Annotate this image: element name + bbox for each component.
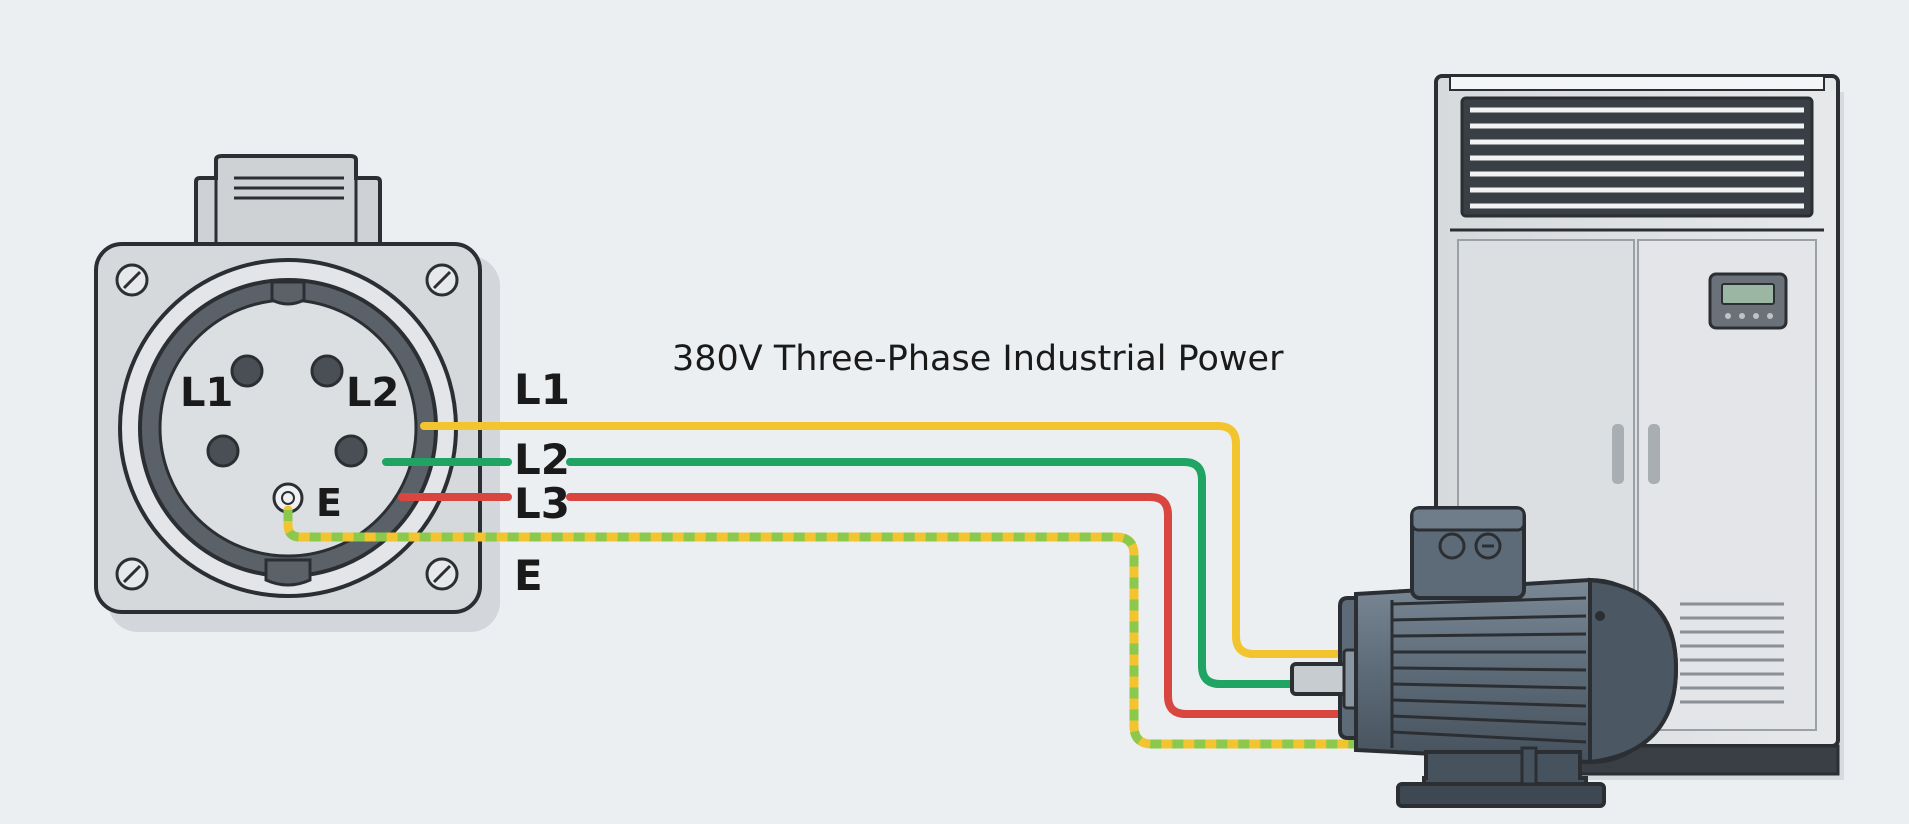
diagram-title: 380V Three-Phase Industrial Power	[672, 339, 1284, 379]
pin-l3	[206, 434, 240, 468]
cabinet-bottom-vent	[1680, 602, 1784, 704]
pin-l2	[310, 354, 344, 388]
motor-terminal-box	[1410, 506, 1526, 600]
pin-n	[334, 434, 368, 468]
wire-l2	[382, 458, 1306, 688]
socket-label-l2: L2	[346, 370, 399, 416]
motor-cooling-fins	[1390, 596, 1587, 748]
screw-top-left	[115, 263, 149, 297]
wire-label-e: E	[514, 551, 543, 600]
wire-bundle	[283, 422, 1361, 749]
wire-l3	[398, 493, 1360, 718]
pin-l1	[230, 354, 264, 388]
left-door-handle	[1612, 424, 1624, 484]
control-panel-display	[1708, 272, 1788, 330]
wire-label-l2: L2	[514, 435, 570, 484]
socket-top-key	[270, 280, 306, 306]
cabinet-top-vent	[1460, 96, 1814, 218]
terminal-knob-left	[1438, 532, 1466, 560]
electric-motor	[1290, 506, 1679, 808]
wire-label-l3: L3	[514, 479, 570, 528]
industrial-socket: L1 L2 E	[94, 154, 500, 632]
wire-l1	[420, 422, 1354, 658]
screw-bottom-right	[425, 557, 459, 591]
wire-label-l1: L1	[514, 365, 570, 414]
screw-top-right	[425, 263, 459, 297]
socket-label-e: E	[316, 481, 342, 525]
motor-base-mount	[1396, 746, 1606, 808]
right-door-handle	[1648, 424, 1660, 484]
motor-fan-cover	[1588, 577, 1679, 765]
socket-label-l1: L1	[180, 370, 233, 416]
socket-cover-flap	[194, 154, 382, 264]
wire-earth-stripe	[283, 510, 1356, 749]
screw-bottom-left	[115, 557, 149, 591]
socket-bottom-key	[264, 558, 312, 587]
